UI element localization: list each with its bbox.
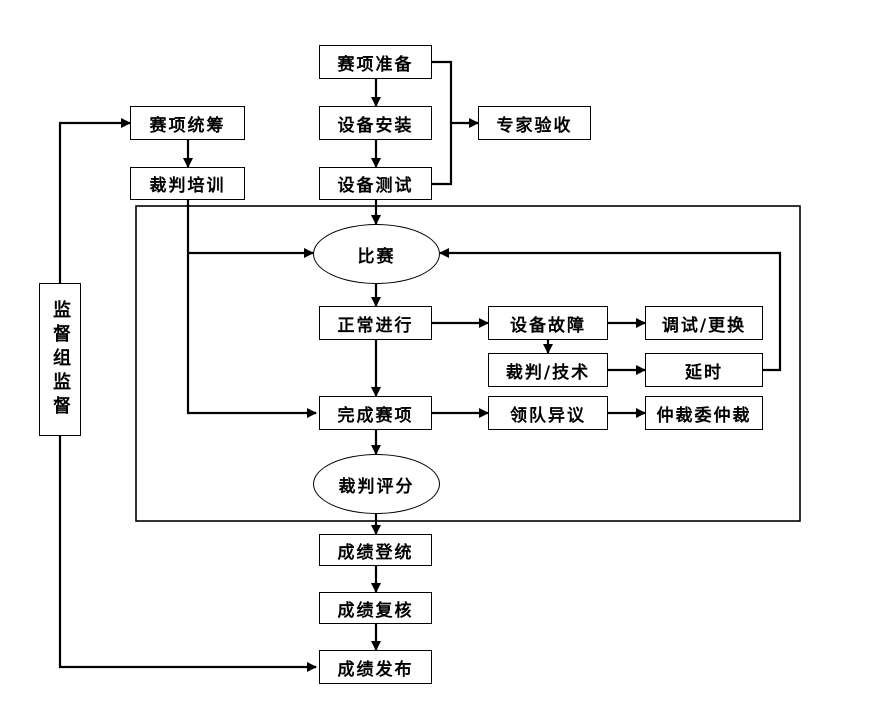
node-complete: 完成赛项 [319,396,432,430]
node-scoring: 裁判评分 [313,454,440,514]
node-publish: 成绩发布 [319,650,432,684]
node-fault: 设备故障 [488,306,608,340]
node-prep: 赛项准备 [319,45,432,79]
node-install: 设备安装 [319,106,432,140]
node-arbitration: 仲裁委仲裁 [645,396,763,430]
node-judge-tech: 裁判/技术 [488,353,608,387]
node-review: 成绩复核 [319,592,432,624]
node-test: 设备测试 [319,167,432,200]
node-adjust: 调试/更换 [645,306,763,340]
edge-delay-match [439,248,782,372]
node-supervision: 监督组监督 [39,283,81,436]
node-delay: 延时 [645,353,763,387]
edge-training-complete [186,200,317,418]
node-training: 裁判培训 [130,167,245,200]
edge-bracket-expert [432,60,453,186]
node-expert: 专家验收 [478,106,591,140]
competition-frame [135,205,801,522]
node-plan: 赛项统筹 [130,106,245,140]
node-register: 成绩登统 [319,534,432,566]
node-objection: 领队异议 [488,396,608,430]
edge-supervision-publish [58,436,317,672]
edge-supervision-plan [58,118,131,283]
node-normal: 正常进行 [319,306,432,340]
node-match: 比赛 [313,224,440,284]
